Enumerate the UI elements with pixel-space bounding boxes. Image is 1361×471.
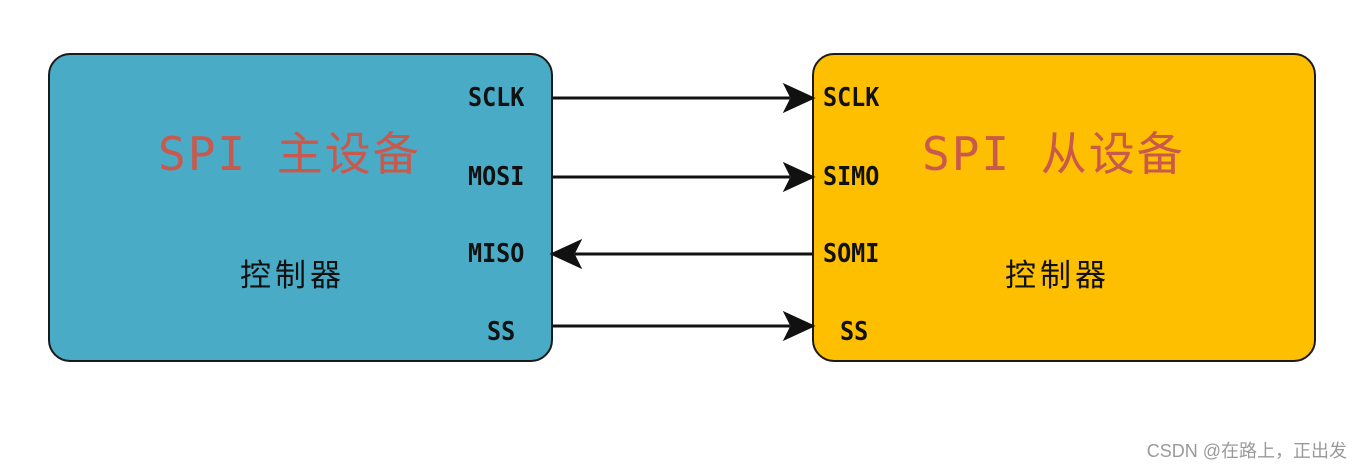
watermark: CSDN @在路上，正出发	[1146, 441, 1347, 461]
slave-pin-simo: SIMO	[823, 162, 880, 192]
slave-controller-label: 控制器	[1005, 258, 1110, 294]
slave-pin-somi: SOMI	[823, 239, 880, 269]
arrowhead-right-icon	[782, 310, 816, 342]
master-controller-label: 控制器	[240, 258, 345, 294]
wire-mosi-simo	[553, 161, 816, 193]
slave-pin-sclk: SCLK	[823, 83, 880, 113]
slave-pin-ss: SS	[840, 317, 869, 347]
master-pin-miso: MISO	[468, 239, 525, 269]
wire-somi-miso	[549, 238, 812, 270]
spi-master-device	[48, 53, 553, 362]
wire-sclk	[553, 82, 816, 114]
arrowhead-right-icon	[782, 161, 816, 193]
spi-slave-device	[812, 53, 1316, 362]
arrowhead-right-icon	[782, 82, 816, 114]
arrowhead-left-icon	[549, 238, 583, 270]
master-pin-sclk: SCLK	[468, 83, 525, 113]
master-pin-ss: SS	[487, 317, 516, 347]
master-pin-mosi: MOSI	[468, 162, 525, 192]
master-title: SPI 主设备	[158, 127, 421, 181]
slave-title: SPI 从设备	[922, 127, 1185, 181]
wire-ss	[553, 310, 816, 342]
